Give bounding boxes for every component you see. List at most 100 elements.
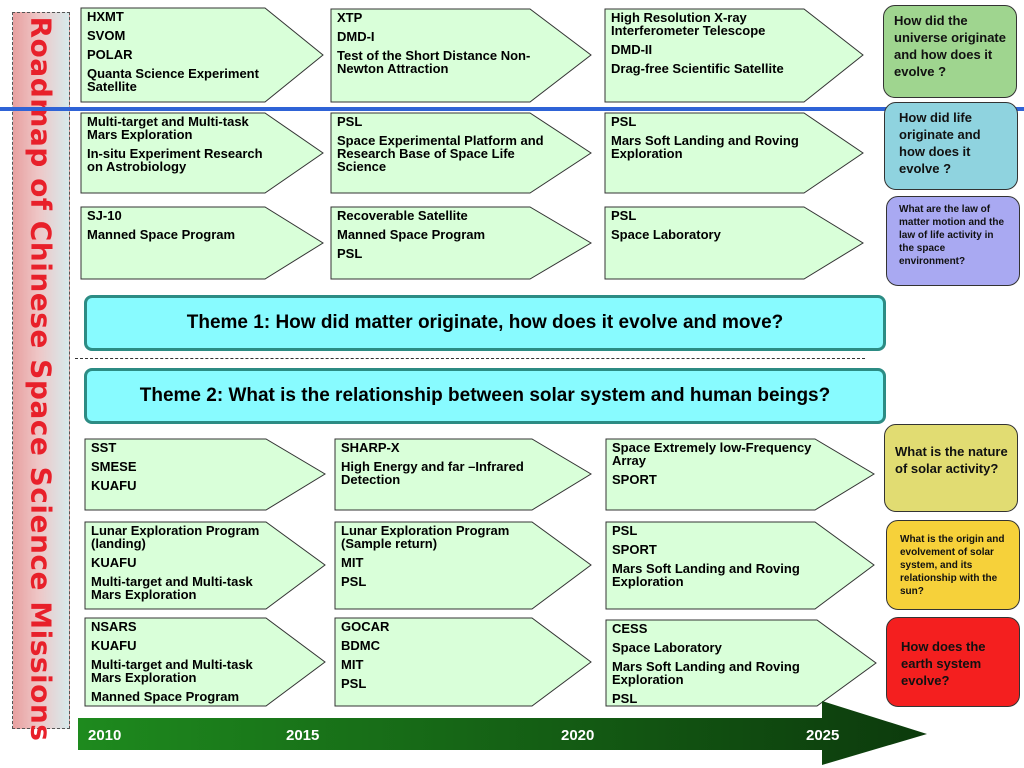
year-label: 2025 [806,727,840,744]
mission-text: Lunar Exploration Program (landing) KUAF… [91,524,278,608]
mission-text: PSL Space Experimental Platform and Rese… [337,115,544,192]
mission-item: Manned Space Program [337,227,486,242]
mission-box: Space Extremely low-Frequency Array SPOR… [605,438,875,511]
mission-text: Recoverable Satellite Manned Space Progr… [337,209,544,278]
mission-box: Recoverable Satellite Manned Space Progr… [330,206,592,280]
mission-item: PSL [337,114,363,129]
mission-item: POLAR [87,47,133,62]
mission-item: Space Laboratory [612,640,722,655]
dashed-divider-line [75,358,865,359]
sidebar: Roadmap of Chinese Space Science Mission… [12,12,70,742]
mission-text: PSL Mars Soft Landing and Roving Explora… [611,115,816,192]
mission-item: PSL [612,691,638,706]
mission-item: GOCAR [341,619,390,634]
mission-item: Space Laboratory [611,227,721,242]
mission-text: NSARS KUAFU Multi-target and Multi-task … [91,620,278,705]
mission-item: SMESE [91,459,137,474]
mission-box: SST SMESE KUAFU [84,438,326,511]
mission-text: Lunar Exploration Program (Sample return… [341,524,544,608]
mission-item: In-situ Experiment Research on Astrobiol… [87,146,263,174]
mission-item: DMD-II [611,42,653,57]
mission-item: CESS [612,621,648,636]
mission-item: Space Extremely low-Frequency Array [612,440,812,468]
mission-text: High Resolution X-ray Interferometer Tel… [611,11,816,101]
mission-item: Drag-free Scientific Satellite [611,61,784,76]
mission-item: HXMT [87,9,124,24]
mission-item: PSL [337,246,363,261]
mission-item: Mars Soft Landing and Roving Exploration [611,133,799,161]
theme-2-banner: Theme 2: What is the relationship betwee… [84,368,886,424]
mission-box: SJ-10 Manned Space Program [80,206,324,280]
mission-item: KUAFU [91,555,137,570]
year-label: 2015 [286,727,320,744]
mission-text: Multi-target and Multi-task Mars Explora… [87,115,276,192]
mission-box: High Resolution X-ray Interferometer Tel… [604,8,864,103]
mission-item: High Resolution X-ray Interferometer Tel… [611,10,766,38]
question-box: What is the nature of solar activity? [884,424,1018,512]
mission-text: GOCAR BDMC MIT PSL [341,620,544,705]
mission-item: PSL [341,574,367,589]
mission-item: Manned Space Program [91,689,240,704]
mission-text: SHARP-X High Energy and far –Infrared De… [341,441,544,509]
mission-item: DMD-I [337,29,375,44]
timeline-arrow [78,700,928,766]
mission-text: PSL SPORT Mars Soft Landing and Roving E… [612,524,827,608]
mission-box: HXMT SVOM POLAR Quanta Science Experimen… [80,7,324,103]
mission-item: High Energy and far –Infrared Detection [341,459,524,487]
mission-item: SHARP-X [341,440,400,455]
mission-item: XTP [337,10,363,25]
question-box: What is the origin and evolvement of sol… [886,520,1020,610]
mission-box: NSARS KUAFU Multi-target and Multi-task … [84,617,326,707]
mission-item: Lunar Exploration Program (landing) [91,523,260,551]
mission-box: Lunar Exploration Program (landing) KUAF… [84,521,326,610]
mission-item: Space Experimental Platform and Research… [337,133,544,174]
mission-item: NSARS [91,619,137,634]
mission-item: PSL [611,114,637,129]
mission-item: Multi-target and Multi-task Mars Explora… [87,114,249,142]
mission-box: PSL Mars Soft Landing and Roving Explora… [604,112,864,194]
mission-item: SPORT [612,542,657,557]
mission-item: KUAFU [91,638,137,653]
mission-item: Multi-target and Multi-task Mars Explora… [91,657,253,685]
blue-divider-line [0,107,1024,111]
mission-text: Space Extremely low-Frequency Array SPOR… [612,441,827,509]
mission-box: Multi-target and Multi-task Mars Explora… [80,112,324,194]
mission-text: XTP DMD-I Test of the Short Distance Non… [337,11,544,101]
mission-item: KUAFU [91,478,137,493]
mission-item: Recoverable Satellite [337,208,468,223]
mission-item: BDMC [341,638,380,653]
mission-item: SJ-10 [87,208,122,223]
mission-item: SVOM [87,28,126,43]
mission-box: PSL Space Laboratory [604,206,864,280]
mission-item: PSL [611,208,637,223]
mission-box: CESS Space Laboratory Mars Soft Landing … [605,619,877,707]
mission-box: SHARP-X High Energy and far –Infrared De… [334,438,592,511]
mission-box: Lunar Exploration Program (Sample return… [334,521,592,610]
mission-item: PSL [341,676,367,691]
question-box: What are the law of matter motion and th… [886,196,1020,286]
mission-item: MIT [341,657,364,672]
mission-item: Test of the Short Distance Non-Newton At… [337,48,531,76]
question-box: How does the earth system evolve? [886,617,1020,707]
mission-text: SST SMESE KUAFU [91,441,278,509]
year-label: 2020 [561,727,595,744]
mission-text: CESS Space Laboratory Mars Soft Landing … [612,622,829,705]
mission-text: PSL Space Laboratory [611,209,816,278]
mission-item: MIT [341,555,364,570]
mission-item: Quanta Science Experiment Satellite [87,66,259,94]
mission-item: Lunar Exploration Program (Sample return… [341,523,510,551]
mission-text: SJ-10 Manned Space Program [87,209,276,278]
year-label: 2010 [88,727,122,744]
mission-item: Multi-target and Multi-task Mars Explora… [91,574,253,602]
theme-1-banner: Theme 1: How did matter originate, how d… [84,295,886,351]
mission-item: SPORT [612,472,657,487]
question-box: How did the universe originate and how d… [883,5,1017,98]
mission-box: PSL Space Experimental Platform and Rese… [330,112,592,194]
mission-item: Manned Space Program [87,227,236,242]
mission-item: Mars Soft Landing and Roving Exploration [612,561,800,589]
sidebar-title: Roadmap of Chinese Space Science Mission… [24,16,58,742]
mission-box: GOCAR BDMC MIT PSL [334,617,592,707]
question-box: How did life originate and how does it e… [884,102,1018,190]
mission-item: Mars Soft Landing and Roving Exploration [612,659,800,687]
mission-box: XTP DMD-I Test of the Short Distance Non… [330,8,592,103]
